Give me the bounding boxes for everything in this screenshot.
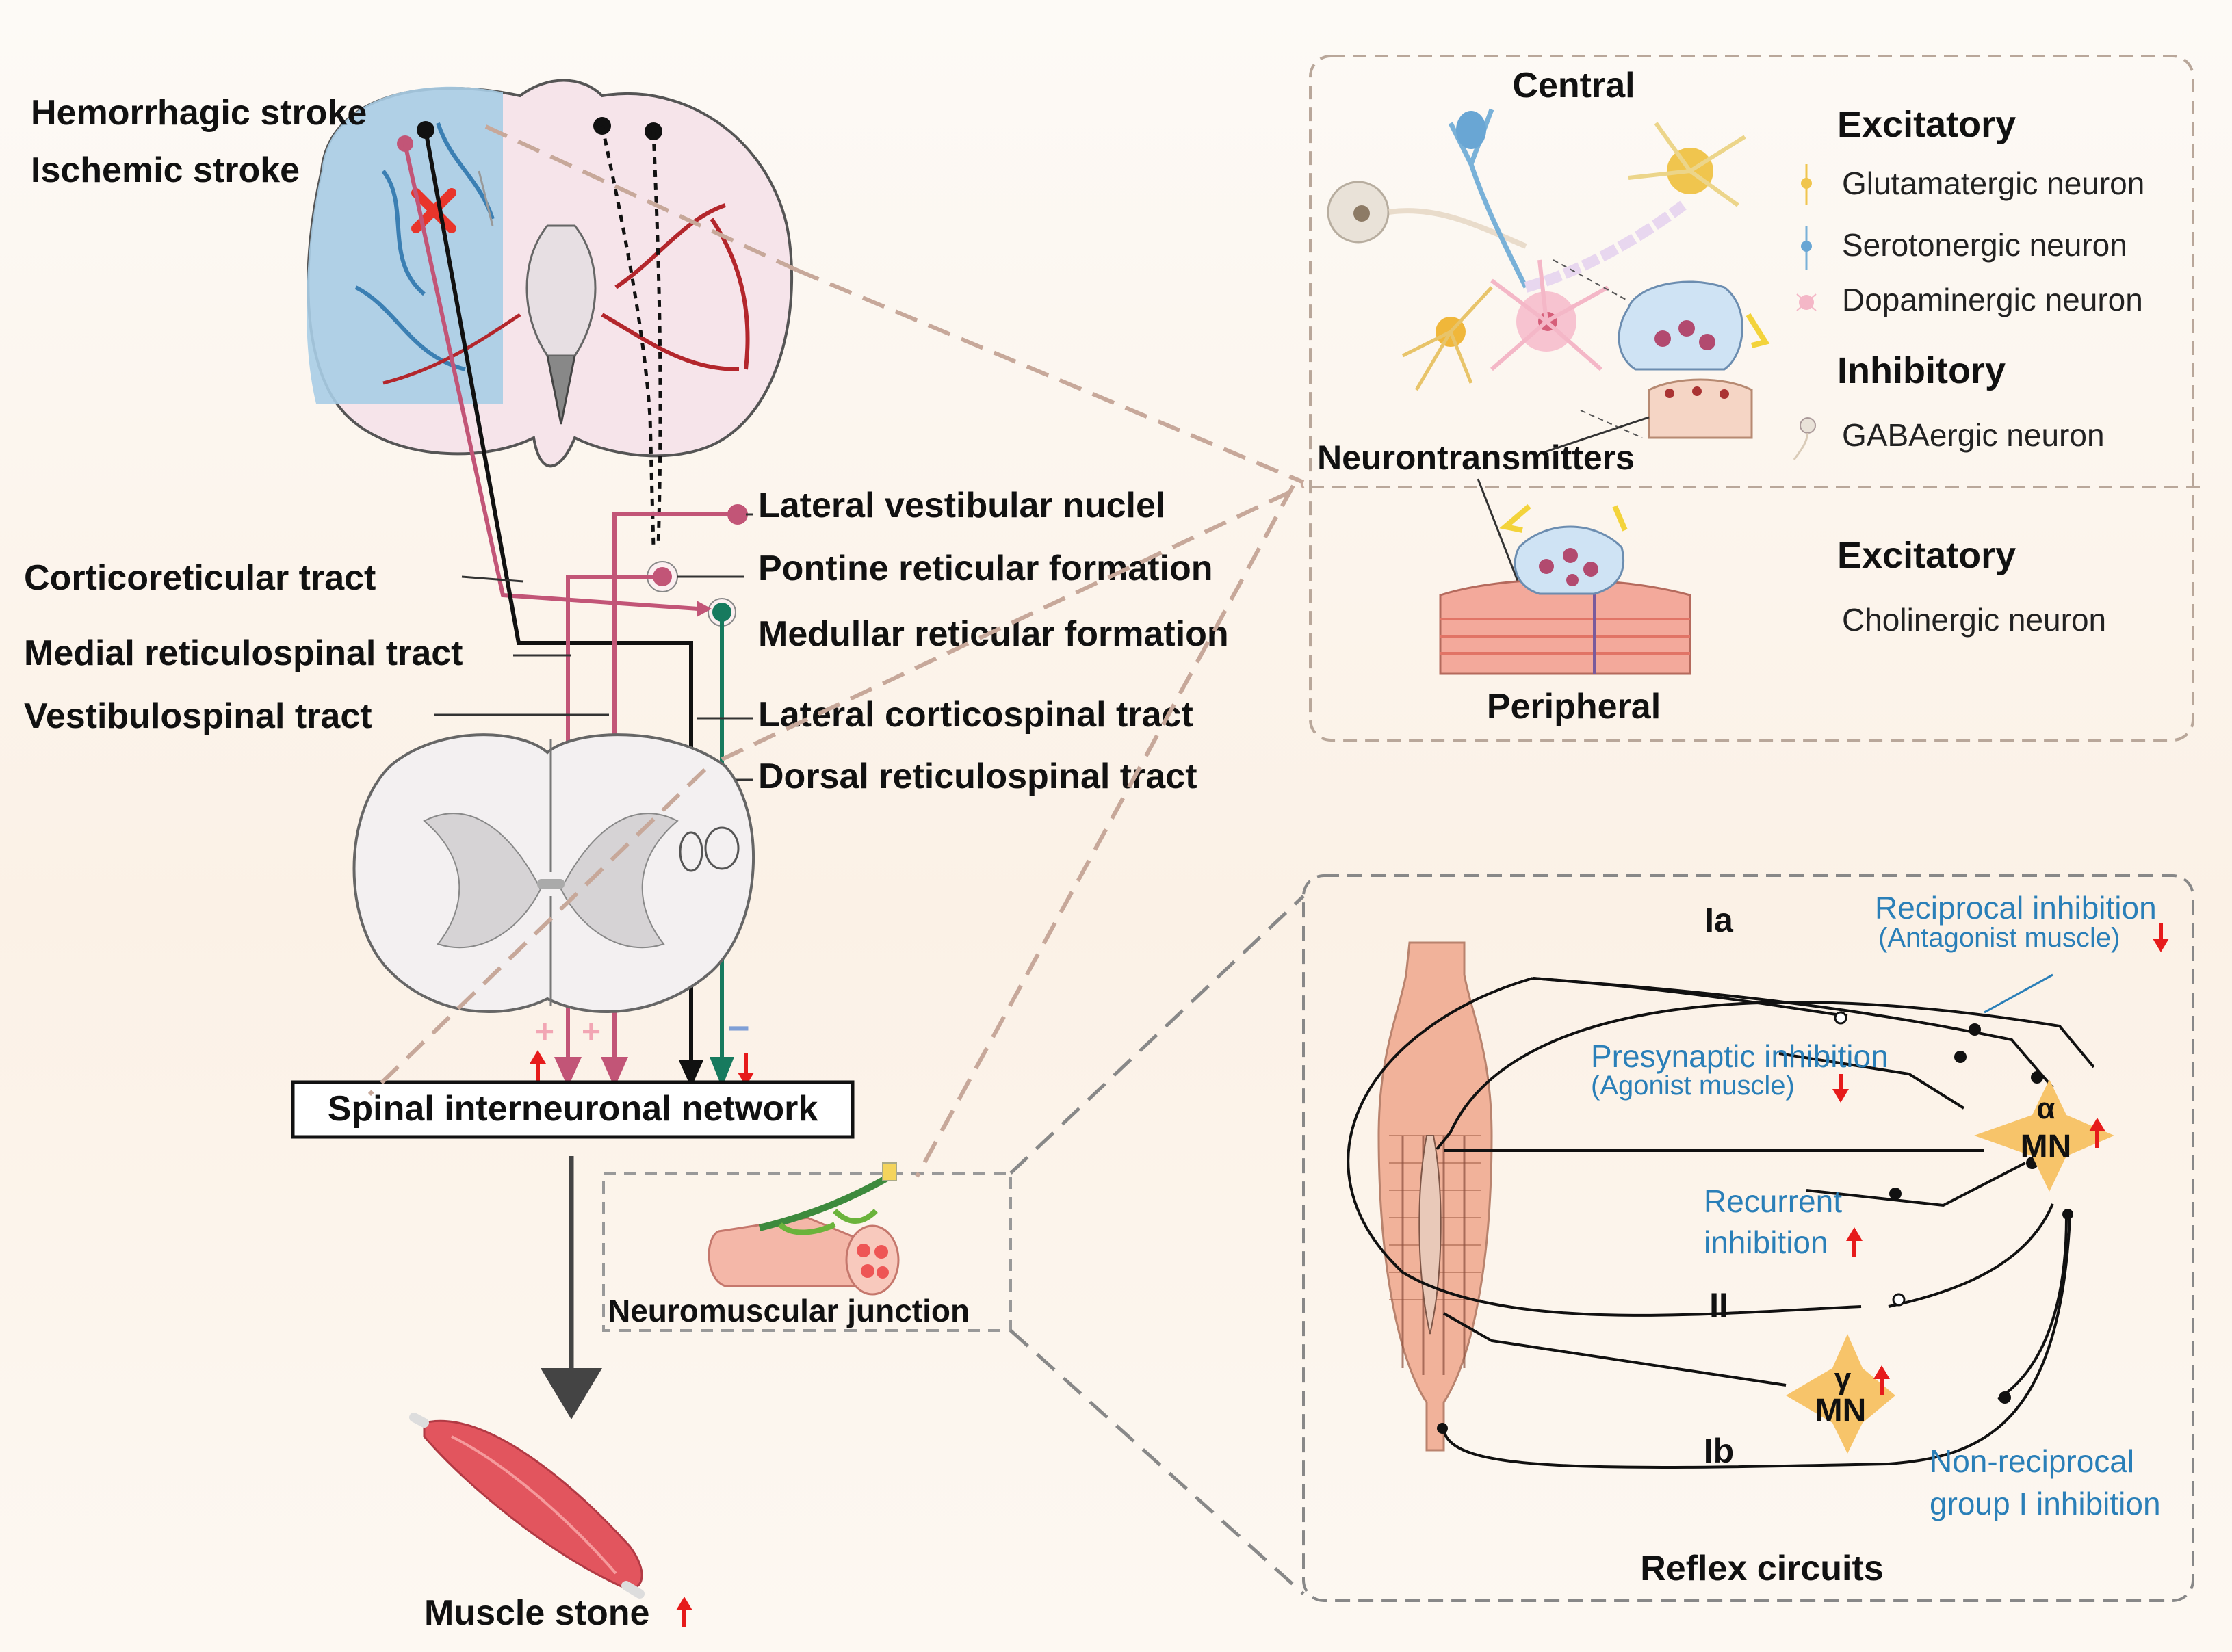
group-i-label: group I inhibition [1930,1486,2161,1521]
nmj-label: Neuromuscular junction [608,1293,970,1328]
recurrent-label: Recurrent [1704,1183,1842,1219]
dopaminergic-label: Dopaminergic neuron [1842,282,2143,317]
connector-brain [484,124,799,272]
gamma-mn-label: MN [1815,1393,1867,1429]
agonist-label: (Agonist muscle) [1591,1071,1795,1101]
reflex-panel [1302,874,2194,1602]
alpha-symbol: α [2036,1092,2055,1125]
alpha-up-arrow-icon [2089,1118,2105,1148]
muscle-label: Muscle stone [424,1593,649,1633]
lateral-vestibular-label: Lateral vestibular nuclel [758,486,1165,525]
neurotransmitters-label: Neurontransmitters [1317,438,1635,477]
neurotransmitter-panel [1309,55,2194,742]
gamma-efferent [1443,1312,1787,1387]
pontine-label: Pontine reticular formation [758,549,1213,588]
minus-sign: − [727,1006,750,1049]
reciprocal-label: Reciprocal inhibition [1875,890,2157,926]
peripheral-synapse-icon [1499,503,1628,595]
central-label: Central [1512,66,1635,105]
ib-afferent [1442,1217,2071,1469]
gamma-mn-star [1786,1334,1895,1454]
nonreciprocal-label: Non-reciprocal [1930,1443,2134,1479]
brain-illustration [307,79,794,468]
muscle-fiber-icon [1439,579,1691,675]
inhibitory-label: Inhibitory [1837,350,2006,391]
neuromuscular-junction-icon [708,1162,900,1296]
serotonergic-label: Serotonergic neuron [1842,227,2127,263]
hemorrhagic-label: Hemorrhagic stroke [31,93,367,133]
gamma-symbol: γ [1834,1362,1852,1395]
lateral-corticospinal-label: Lateral corticospinal tract [758,695,1193,735]
medial-reticulospinal-label: Medial reticulospinal tract [24,633,463,673]
excitatory-peripheral-label: Excitatory [1837,535,2016,576]
medullar-label: Medullar reticular formation [758,614,1229,654]
plus-sign-a: + [535,1014,554,1050]
nmj-box [602,1172,1012,1332]
ia-afferent [1436,1001,2095,1151]
cholinergic-label: Cholinergic neuron [1842,602,2106,638]
dopaminergic-icon [1796,293,1817,311]
connector-panel-to-nmj [915,484,1295,1178]
ia-label: Ia [1704,901,1734,939]
ii-label: II [1709,1286,1728,1324]
neuron-cluster [1327,108,1746,391]
synapse-icon [1618,280,1770,439]
peripheral-label: Peripheral [1487,687,1661,726]
gabaergic-label: GABAergic neuron [1842,417,2105,453]
down-arrow-icon [738,1053,754,1086]
recurrent-label-2: inhibition [1704,1224,1828,1260]
muscle-up-arrow-icon [676,1597,692,1627]
glutamatergic-icon [1801,164,1812,205]
presynaptic-down-arrow-icon [1832,1074,1849,1103]
ischemic-label: Ischemic stroke [31,150,300,190]
spinal-network-box [291,1080,855,1139]
connector-cord-to-network [367,768,707,1097]
presynaptic-label: Presynaptic inhibition [1591,1038,1889,1074]
connector-nmj-to-reflex-top [1009,895,1305,1175]
plus-sign-b: + [582,1014,601,1050]
corticoreticular-label: Corticoreticular tract [24,558,376,598]
recurrent-up-arrow-icon [1846,1227,1863,1257]
alpha-mn-star [1974,1079,2114,1192]
glutamatergic-label: Glutamatergic neuron [1842,166,2144,201]
recurrent-path [1806,1162,2026,1207]
muscle-icon [409,1413,645,1599]
connector-brain-to-panel [796,268,1305,484]
reflex-title: Reflex circuits [1640,1549,1884,1588]
up-arrow-icon [530,1050,546,1084]
spinal-network-label: Spinal interneuronal network [328,1089,818,1129]
gabaergic-icon [1793,417,1816,460]
antagonist-label: (Antagonist muscle) [1878,923,2120,953]
excitatory-label: Excitatory [1837,104,2016,145]
connector-cord-to-panel [721,484,1305,761]
vestibulospinal-label: Vestibulospinal tract [24,696,372,736]
connector-nmj-to-reflex-bottom [1009,1329,1305,1595]
reflex-muscle-icon [1377,941,1493,1452]
serotonergic-icon [1801,226,1812,270]
dotted-tract-a [600,125,656,548]
ib-label: Ib [1704,1432,1734,1470]
spinal-cord-section [352,733,755,1014]
corticoreticular-tract-line [403,143,699,611]
alpha-mn-label: MN [2021,1129,2072,1165]
dorsal-reticulospinal-label: Dorsal reticulospinal tract [758,757,1197,796]
gamma-up-arrow-icon [1873,1365,1890,1395]
dotted-tract-b [651,131,662,548]
ia-loop [1347,977,1862,1317]
reciprocal-down-arrow-icon [2153,923,2169,952]
